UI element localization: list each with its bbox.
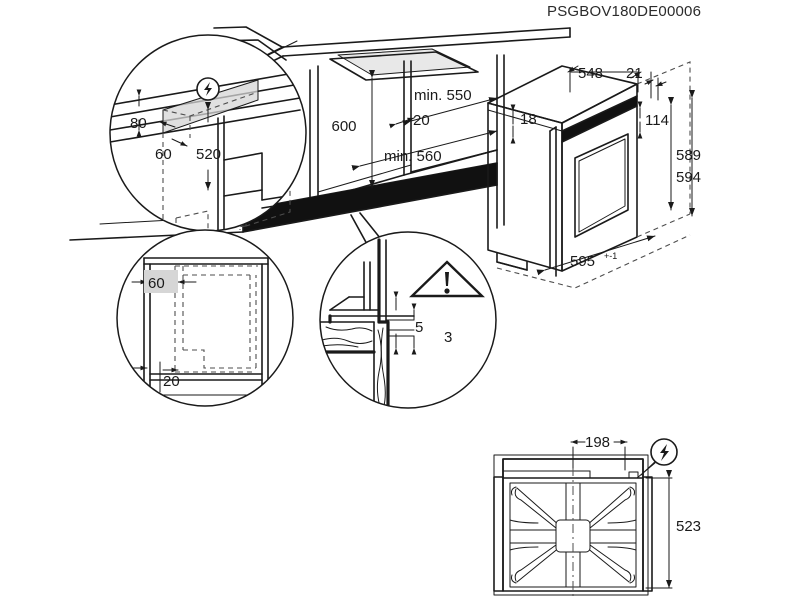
dim-3: 3 <box>444 329 452 346</box>
dim-114: 114 <box>645 112 669 129</box>
detail-circle-side-clearance: 60 20 <box>116 229 294 407</box>
lightning-bolt-icon-rear <box>660 444 669 461</box>
dim-5: 5 <box>415 319 423 336</box>
dim-520: 520 <box>196 146 221 163</box>
detail-circle-worktop-edge: 5 3 <box>319 231 497 409</box>
dim-548: 548 <box>578 65 603 82</box>
dim-min-550: min. 550 <box>414 87 472 104</box>
dim-198: 198 <box>585 434 610 451</box>
dim-523: 523 <box>676 518 701 535</box>
dim-20-niche: 20 <box>413 112 430 129</box>
oven-isometric-view: 548 21 18 114 589 594 595 +-1 <box>487 61 701 289</box>
dim-60-top: 60 <box>155 146 172 163</box>
dim-min-560: min. 560 <box>384 148 442 165</box>
dim-80: 80 <box>130 115 147 132</box>
detail-circle-2-outline <box>116 229 294 407</box>
dim-595-tolerance: +-1 <box>604 251 617 261</box>
dim-60-mid-highlight <box>144 270 178 293</box>
drawing-title: PSGBOV180DE00006 <box>547 3 701 20</box>
dim-600: 600 <box>331 118 356 135</box>
dim-595: 595 <box>570 253 595 270</box>
lightning-bolt-icon <box>204 82 212 96</box>
warning-exclamation-dot-icon <box>444 288 450 294</box>
oven-rear-view: 198 523 <box>493 434 701 600</box>
dim-589: 589 <box>676 147 701 164</box>
detail-circle-3-outline <box>319 231 497 409</box>
warning-exclamation-bar-icon <box>445 272 449 286</box>
dim-60-mid: 60 <box>148 275 165 292</box>
dim-18: 18 <box>520 111 537 128</box>
dim-594: 594 <box>676 169 701 186</box>
detail-circle-electrical-zone: 80 60 520 <box>109 34 307 232</box>
dim-21: 21 <box>626 65 643 82</box>
dim-20-mid: 20 <box>163 373 180 390</box>
